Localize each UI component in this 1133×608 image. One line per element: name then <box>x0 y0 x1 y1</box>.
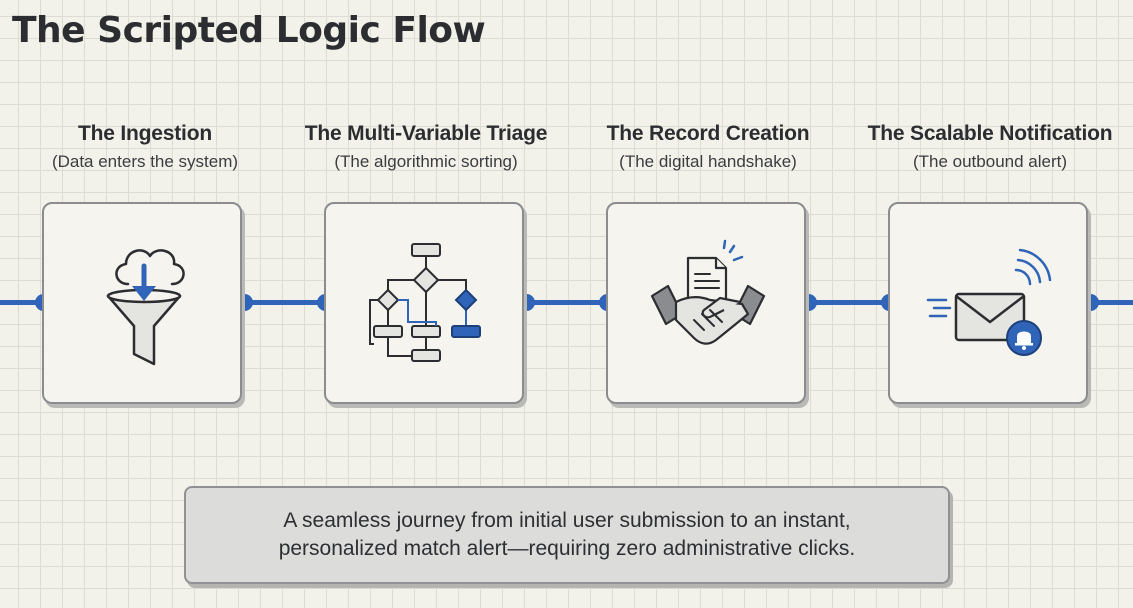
step-label-notification: The Scalable Notification (The outbound … <box>845 122 1133 172</box>
step-title: The Ingestion <box>78 122 212 145</box>
page-title: The Scripted Logic Flow <box>12 10 486 51</box>
step-subtitle: (The algorithmic sorting) <box>334 152 518 171</box>
step-card-record <box>606 202 806 404</box>
step-title: The Record Creation <box>606 122 810 145</box>
step-label-record: The Record Creation (The digital handsha… <box>563 122 853 172</box>
step-card-ingestion <box>42 202 242 404</box>
step-title: The Scalable Notification <box>867 122 1113 145</box>
envelope-bell-icon <box>926 248 1052 356</box>
handshake-document-icon <box>650 239 766 345</box>
flow-connector-line <box>0 300 1133 305</box>
step-label-ingestion: The Ingestion (Data enters the system) <box>0 122 290 172</box>
step-subtitle: (Data enters the system) <box>51 152 239 171</box>
step-label-triage: The Multi-Variable Triage (The algorithm… <box>281 122 571 172</box>
flowchart-icon <box>369 243 481 362</box>
step-title: The Multi-Variable Triage <box>304 122 548 145</box>
cloud-funnel-icon <box>106 249 185 366</box>
step-subtitle: (The outbound alert) <box>912 152 1068 171</box>
summary-text: A seamless journey from initial user sub… <box>278 509 856 560</box>
step-card-triage <box>324 202 524 404</box>
step-subtitle: (The digital handshake) <box>619 152 797 171</box>
summary-box: A seamless journey from initial user sub… <box>184 486 950 584</box>
step-card-notification <box>888 202 1088 404</box>
